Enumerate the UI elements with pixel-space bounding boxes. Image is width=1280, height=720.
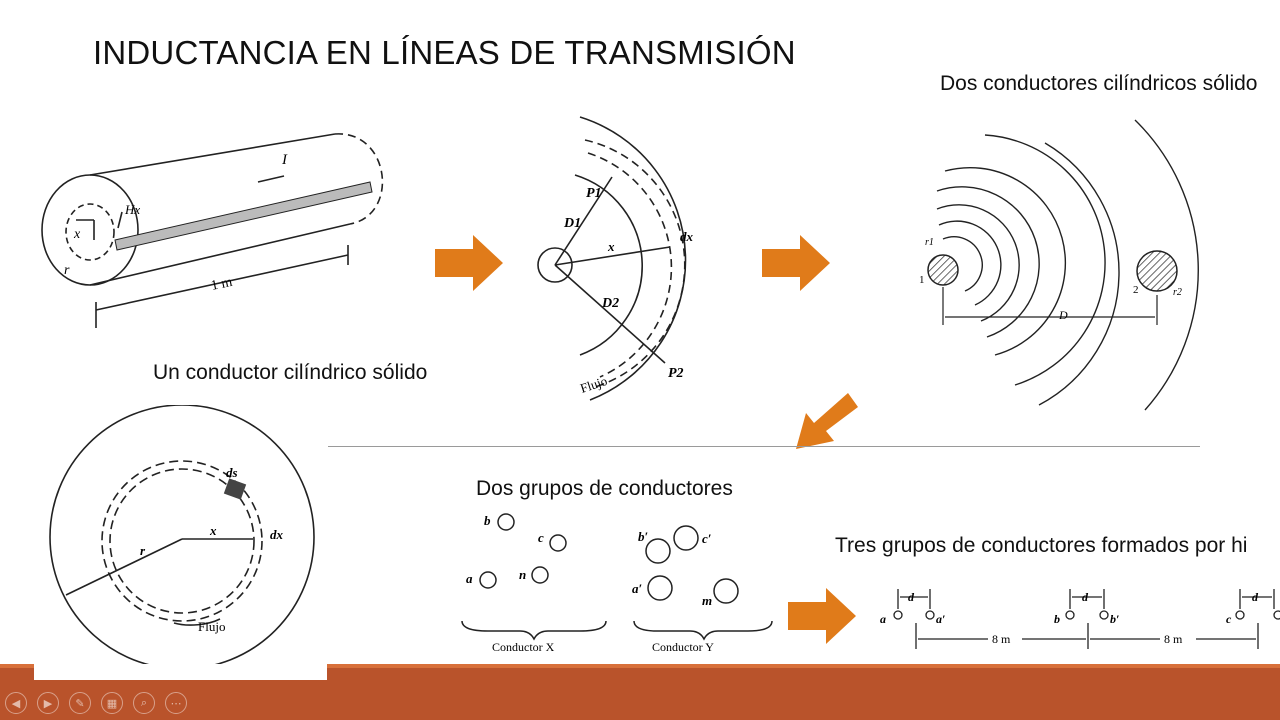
bundles-figure: d d d a a′ b b′ c 8 m 8 m [880, 589, 1280, 649]
caption-two-groups: Dos grupos de conductores [476, 477, 733, 500]
label-c-prime: c′ [702, 531, 712, 546]
label-b-prime: b′ [638, 529, 649, 544]
cylinder-figure: x r Hx I 1 m [41, 133, 384, 328]
label-b: b [1054, 612, 1060, 626]
two-groups-figure: b c a n b′ c′ a′ m Conductor X Conductor… [461, 513, 773, 654]
zoom-icon[interactable]: ⌕ [133, 692, 155, 714]
two-conductors-figure: r1 1 2 r2 D [919, 119, 1199, 411]
label-r: r [140, 543, 146, 558]
label-flujo: Flujo [198, 619, 225, 634]
label-conductor-x: Conductor X [492, 640, 555, 654]
bottom-accent-line [0, 664, 1280, 668]
label-distance: D [1058, 308, 1068, 322]
label-x: x [209, 523, 217, 538]
down-left-arrow-icon [796, 393, 858, 449]
next-icon[interactable]: ▶ [37, 692, 59, 714]
label-p1: P1 [586, 186, 602, 201]
label-spacing-1: 8 m [992, 632, 1011, 646]
label-length: 1 m [210, 275, 234, 294]
label-r2: r2 [1173, 287, 1182, 298]
label-hx: Hx [124, 202, 140, 217]
label-dx: dx [270, 527, 284, 542]
right-arrow-icon [435, 235, 503, 291]
label-d1: D1 [563, 216, 581, 231]
caption-two-conductors: Dos conductores cilíndricos sólido [940, 72, 1258, 95]
more-icon[interactable]: ⋯ [165, 692, 187, 714]
label-b-prime: b′ [1110, 612, 1119, 626]
label-d: d [1252, 590, 1259, 604]
label-conductor-2: 2 [1133, 284, 1139, 296]
label-d: d [908, 590, 915, 604]
label-n: n [519, 567, 526, 582]
label-spacing-2: 8 m [1164, 632, 1183, 646]
label-d: d [1082, 590, 1089, 604]
flux-lines-figure: P1 D1 x dx D2 P2 Flujo [537, 116, 694, 401]
slides-icon[interactable]: ▦ [101, 692, 123, 714]
right-arrow-icon [788, 588, 856, 644]
label-m: m [702, 593, 712, 608]
caption-single-conductor: Un conductor cilíndrico sólido [153, 361, 428, 384]
slide-title: INDUCTANCIA EN LÍNEAS DE TRANSMISIÓN [93, 34, 796, 71]
label-conductor-y: Conductor Y [652, 640, 714, 654]
label-i: I [281, 152, 288, 168]
cross-section-figure: ds x dx r Flujo [49, 405, 315, 670]
pen-icon[interactable]: ✎ [69, 692, 91, 714]
label-dx: dx [680, 229, 694, 244]
previous-icon[interactable]: ◀ [5, 692, 27, 714]
label-b: b [484, 513, 491, 528]
label-r: r [64, 263, 70, 278]
label-c: c [538, 530, 544, 545]
label-p2: P2 [668, 366, 684, 381]
divider-line [328, 446, 1200, 447]
label-flujo: Flujo [578, 373, 609, 396]
label-ds: ds [226, 465, 238, 480]
label-d2: D2 [601, 296, 619, 311]
label-a: a [466, 571, 473, 586]
label-r1: r1 [925, 237, 934, 248]
label-a: a [880, 612, 886, 626]
label-a-prime: a′ [632, 581, 643, 596]
caption-three-groups: Tres grupos de conductores formados por … [835, 534, 1248, 557]
label-x: x [73, 227, 81, 242]
label-x: x [607, 239, 615, 254]
figure-panel-edge [34, 664, 327, 680]
right-arrow-icon [762, 235, 830, 291]
label-conductor-1: 1 [919, 274, 925, 286]
label-c: c [1226, 612, 1232, 626]
label-a-prime: a′ [936, 612, 945, 626]
